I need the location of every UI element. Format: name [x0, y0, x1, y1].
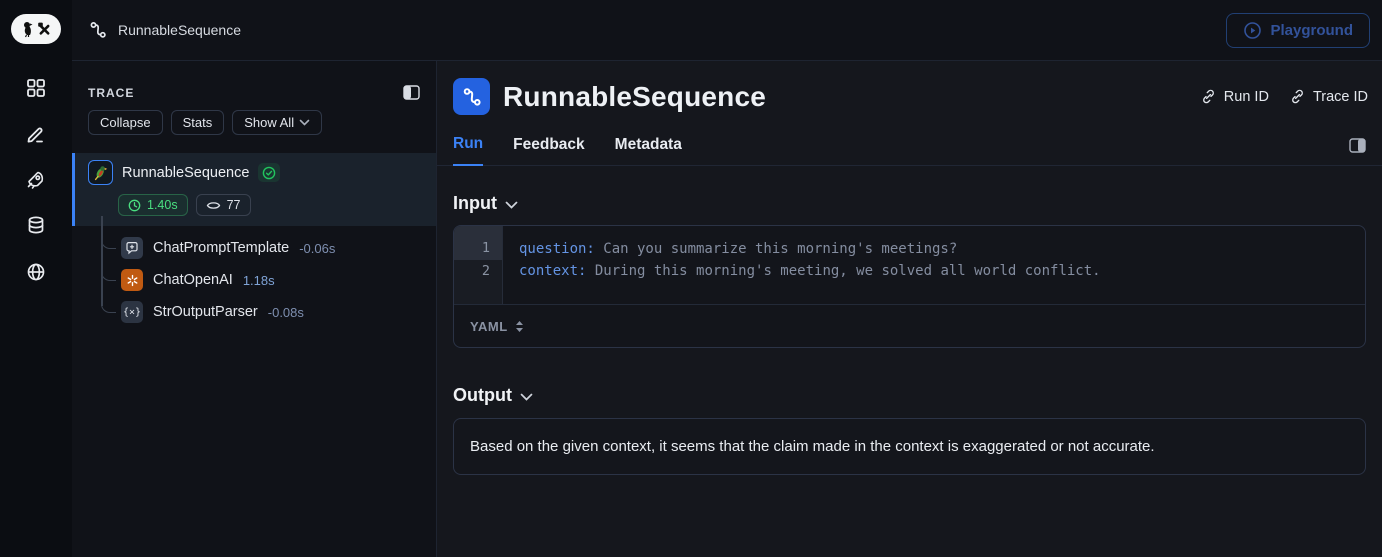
child-run-name: ChatOpenAI — [153, 272, 233, 288]
nav-hub-globe-icon[interactable] — [24, 260, 48, 284]
left-icon-rail — [0, 0, 72, 557]
parser-braces-icon: {×} — [121, 301, 143, 323]
line-number-gutter: 1 2 — [454, 226, 503, 304]
breadcrumb: RunnableSequence — [88, 20, 241, 40]
clock-icon — [128, 199, 141, 211]
output-viewer: Based on the given context, it seems tha… — [453, 418, 1366, 475]
breadcrumb-label: RunnableSequence — [118, 22, 241, 38]
duration-badge: 1.40s — [118, 194, 188, 216]
eye-icon — [206, 201, 220, 209]
check-circle-icon — [263, 166, 276, 179]
chevron-down-icon — [299, 119, 310, 126]
output-text: Based on the given context, it seems tha… — [470, 438, 1155, 455]
tree-row-chat-prompt-template[interactable]: ChatPromptTemplate -0.06s — [72, 232, 436, 264]
link-icon — [1202, 89, 1214, 104]
tree-row-str-output-parser[interactable]: {×} StrOutputParser -0.08s — [72, 296, 436, 328]
tree-elbow-connector — [101, 298, 116, 313]
trace-sidebar: TRACE Collapse Stats Show All — [72, 61, 437, 557]
token-count-value: 77 — [226, 198, 241, 212]
tree-root-name: RunnableSequence — [122, 164, 250, 181]
show-all-label: Show All — [244, 115, 295, 130]
parrot-and-tools-icon — [24, 22, 50, 38]
chevron-down-icon — [505, 201, 518, 209]
child-run-name: StrOutputParser — [153, 304, 258, 320]
code-line: context: During this morning's meeting, … — [519, 260, 1349, 282]
nav-annotate-pencil-icon[interactable] — [24, 122, 48, 146]
tree-row-runnable-sequence[interactable]: RunnableSequence 1.40s — [72, 153, 436, 226]
tab-run[interactable]: Run — [453, 135, 484, 166]
format-label: YAML — [470, 318, 508, 334]
yaml-value: During this morning's meeting, we solved… — [586, 263, 1101, 279]
tree-elbow-connector — [101, 266, 116, 281]
playground-button-label: Playground — [1270, 21, 1353, 39]
output-heading: Output — [453, 385, 512, 405]
openai-logo-icon — [121, 269, 143, 291]
code-line: question: Can you summarize this morning… — [519, 238, 1349, 260]
tree-row-chat-openai[interactable]: ChatOpenAI 1.18s — [72, 264, 436, 296]
collapse-button[interactable]: Collapse — [88, 110, 163, 135]
prompt-template-icon — [121, 237, 143, 259]
play-circle-icon — [1244, 21, 1262, 39]
trace-section-label: TRACE — [88, 85, 135, 100]
nav-projects-grid-icon[interactable] — [24, 76, 48, 100]
yaml-value: Can you summarize this morning's meeting… — [594, 241, 958, 257]
child-run-name: ChatPromptTemplate — [153, 240, 290, 256]
run-type-icon — [453, 78, 490, 115]
output-section-toggle[interactable]: Output — [437, 385, 1382, 406]
yaml-key: context: — [519, 263, 587, 279]
success-status-badge — [258, 163, 281, 182]
trace-id-button[interactable]: Trace ID — [1289, 88, 1368, 105]
show-all-dropdown[interactable]: Show All — [232, 110, 323, 135]
langsmith-logo[interactable] — [11, 14, 61, 44]
collapse-button-label: Collapse — [100, 115, 151, 130]
child-run-time: -0.08s — [267, 304, 304, 320]
trace-tree: RunnableSequence 1.40s — [72, 153, 436, 328]
nav-datasets-database-icon[interactable] — [24, 214, 48, 238]
link-icon — [1292, 89, 1303, 104]
sort-arrows-icon — [515, 320, 523, 332]
stats-button-label: Stats — [182, 115, 213, 130]
page-title: RunnableSequence — [503, 80, 767, 112]
route-icon — [90, 22, 106, 38]
route-icon — [463, 87, 481, 106]
chevron-down-icon — [520, 393, 533, 401]
duration-value: 1.40s — [147, 198, 178, 212]
trace-id-label: Trace ID — [1312, 88, 1368, 105]
tree-connector-line — [101, 216, 103, 306]
line-number: 2 — [481, 263, 490, 279]
child-run-time: 1.18s — [242, 272, 275, 288]
collapse-sidebar-icon[interactable] — [403, 85, 420, 100]
collapse-detail-panel-icon[interactable] — [1349, 138, 1366, 153]
tab-bar: Run Feedback Metadata — [437, 125, 1382, 166]
stats-button[interactable]: Stats — [170, 110, 225, 135]
tree-elbow-connector — [101, 234, 116, 249]
input-heading: Input — [453, 193, 497, 213]
yaml-key: question: — [519, 241, 595, 257]
input-code-block: 1 2 question: Can you summarize this mor… — [454, 226, 1365, 304]
input-viewer: 1 2 question: Can you summarize this mor… — [453, 225, 1366, 348]
playground-button[interactable]: Playground — [1226, 12, 1370, 48]
line-number: 1 — [454, 226, 502, 260]
run-id-label: Run ID — [1223, 88, 1269, 105]
tab-feedback[interactable]: Feedback — [513, 136, 585, 153]
nav-deployments-rocket-icon[interactable] — [24, 168, 48, 192]
run-id-button[interactable]: Run ID — [1200, 88, 1269, 105]
token-count-badge: 77 — [195, 194, 251, 216]
input-section-toggle[interactable]: Input — [437, 193, 1382, 214]
run-detail-panel: Run ID Trace ID RunnableSequence Run Fee… — [437, 61, 1382, 557]
top-bar: RunnableSequence Playground — [72, 0, 1382, 61]
parrot-icon — [88, 160, 113, 185]
tab-metadata[interactable]: Metadata — [614, 136, 682, 153]
format-selector[interactable]: YAML — [470, 319, 524, 334]
child-run-time: -0.06s — [299, 240, 336, 256]
chat-bubble-plus-icon — [126, 242, 138, 255]
